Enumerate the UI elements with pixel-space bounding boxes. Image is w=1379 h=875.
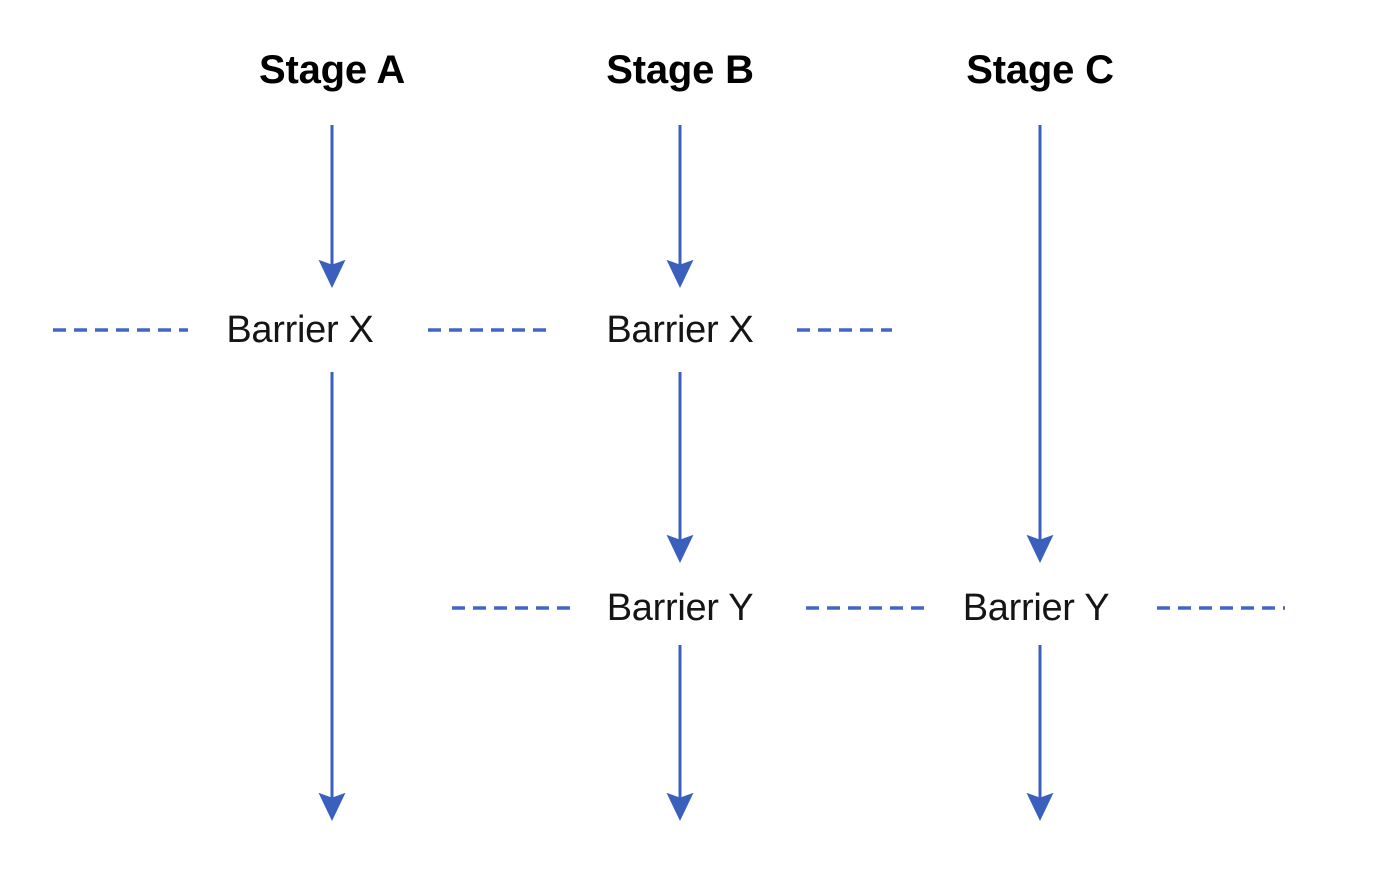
stage-heading-a: Stage A [258, 48, 406, 92]
barrier-node-y-column-b: Barrier Y [592, 589, 768, 627]
stage-heading-c: Stage C [966, 48, 1114, 92]
vertical-arrows-group [318, 125, 1054, 822]
barrier-node-y-column-c: Barrier Y [948, 589, 1124, 627]
barrier-node-x-column-b: Barrier X [592, 311, 768, 349]
barrier-node-x-column-a: Barrier X [212, 311, 388, 349]
stage-heading-b: Stage B [606, 48, 754, 92]
